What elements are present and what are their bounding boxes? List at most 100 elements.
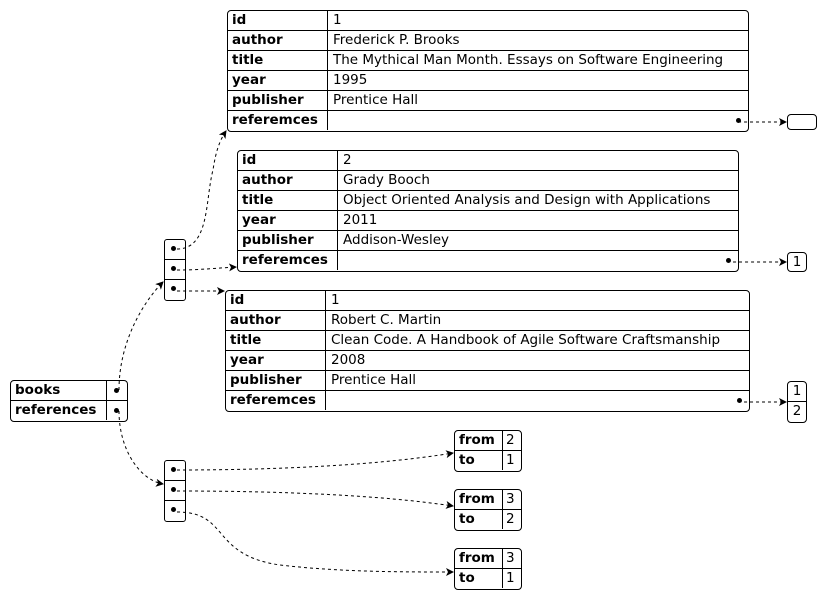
root-row-books: books xyxy=(11,381,127,400)
field-key: referemces xyxy=(228,111,328,130)
empty-references-array xyxy=(787,114,817,130)
to-key: to xyxy=(455,510,503,529)
pointer-dot xyxy=(736,118,741,123)
field-key: referemces xyxy=(226,391,326,410)
book-field-row: id 1 xyxy=(228,11,748,30)
pointer-dot xyxy=(171,487,176,492)
to-key: to xyxy=(455,451,503,470)
book-field-row: id 2 xyxy=(238,151,738,170)
root-value-references xyxy=(107,401,127,420)
references-array-cell xyxy=(165,500,185,520)
pointer-dot xyxy=(171,507,176,512)
field-key: year xyxy=(226,351,326,370)
field-key: title xyxy=(226,331,326,350)
arrow-ref-2 xyxy=(176,490,454,509)
field-key: title xyxy=(228,51,328,70)
field-value: Object Oriented Analysis and Design with… xyxy=(343,192,711,208)
book-field-row: id 1 xyxy=(226,291,749,310)
references-array-book-2: 1 xyxy=(787,252,807,272)
book-field-row: title Clean Code. A Handbook of Agile Sof… xyxy=(226,330,749,350)
field-key: id xyxy=(226,291,326,310)
arrow-book-1 xyxy=(176,130,227,250)
books-array-cell xyxy=(165,240,185,259)
root-key-references: references xyxy=(11,401,107,420)
field-value: 2008 xyxy=(331,352,366,368)
from-key: from xyxy=(455,431,503,450)
books-array-cell xyxy=(165,279,185,299)
root-object: books references xyxy=(10,380,128,422)
book-object: id 1 author Frederick P. Brooks title The M… xyxy=(227,10,749,132)
arrow-ref-3 xyxy=(176,511,454,576)
field-key: publisher xyxy=(226,371,326,390)
from-key: from xyxy=(455,549,503,568)
reference-id: 1 xyxy=(792,254,802,270)
field-key: year xyxy=(228,71,328,90)
pointer-dot xyxy=(737,398,742,403)
book-field-row: referemces xyxy=(226,390,749,410)
arrow-books xyxy=(118,281,164,391)
to-value: 1 xyxy=(506,570,515,586)
field-key: publisher xyxy=(238,231,338,250)
pointer-dot xyxy=(114,408,119,413)
to-key: to xyxy=(455,569,503,588)
books-array-cell xyxy=(165,259,185,279)
to-value: 1 xyxy=(506,452,515,468)
field-value: Prentice Hall xyxy=(331,372,417,388)
pointer-dot xyxy=(171,246,176,251)
field-value: 1 xyxy=(331,292,340,308)
pointer-dot xyxy=(171,266,176,271)
field-value xyxy=(328,111,748,130)
references-array-book-3: 1 2 xyxy=(787,381,807,423)
field-value: The Mythical Man Month. Essays on Softwa… xyxy=(333,52,724,68)
arrow-book-2 xyxy=(176,263,237,272)
to-value: 2 xyxy=(506,511,515,527)
books-array xyxy=(164,239,186,301)
book-field-row: author Frederick P. Brooks xyxy=(228,30,748,50)
field-key: author xyxy=(238,171,338,190)
field-key: id xyxy=(228,11,328,30)
field-value: 1 xyxy=(333,12,342,28)
arrow-ref-1 xyxy=(176,450,454,471)
from-value: 3 xyxy=(506,491,515,507)
field-value: 2011 xyxy=(343,212,378,228)
field-key: id xyxy=(238,151,338,170)
references-array-cell xyxy=(165,461,185,480)
arrow-references xyxy=(118,410,164,487)
root-value-books xyxy=(107,381,127,400)
book-field-row: title Object Oriented Analysis and Design… xyxy=(238,190,738,210)
pointer-dot xyxy=(171,286,176,291)
from-value: 2 xyxy=(506,432,515,448)
book-field-row: referemces xyxy=(238,250,738,270)
field-value: Clean Code. A Handbook of Agile Software… xyxy=(331,332,721,348)
root-row-references: references xyxy=(11,400,127,420)
book-field-row: referemces xyxy=(228,110,748,130)
book-field-row: publisher Prentice Hall xyxy=(226,370,749,390)
pointer-dot xyxy=(114,388,119,393)
book-field-row: year 2008 xyxy=(226,350,749,370)
field-key: author xyxy=(226,311,326,330)
field-value: 2 xyxy=(343,152,352,168)
field-key: title xyxy=(238,191,338,210)
field-value xyxy=(338,251,738,270)
pointer-dot xyxy=(171,467,176,472)
field-key: publisher xyxy=(228,91,328,110)
book-field-row: title The Mythical Man Month. Essays on S… xyxy=(228,50,748,70)
pointer-dot xyxy=(726,258,731,263)
field-value: Frederick P. Brooks xyxy=(333,32,460,48)
field-key: author xyxy=(228,31,328,50)
